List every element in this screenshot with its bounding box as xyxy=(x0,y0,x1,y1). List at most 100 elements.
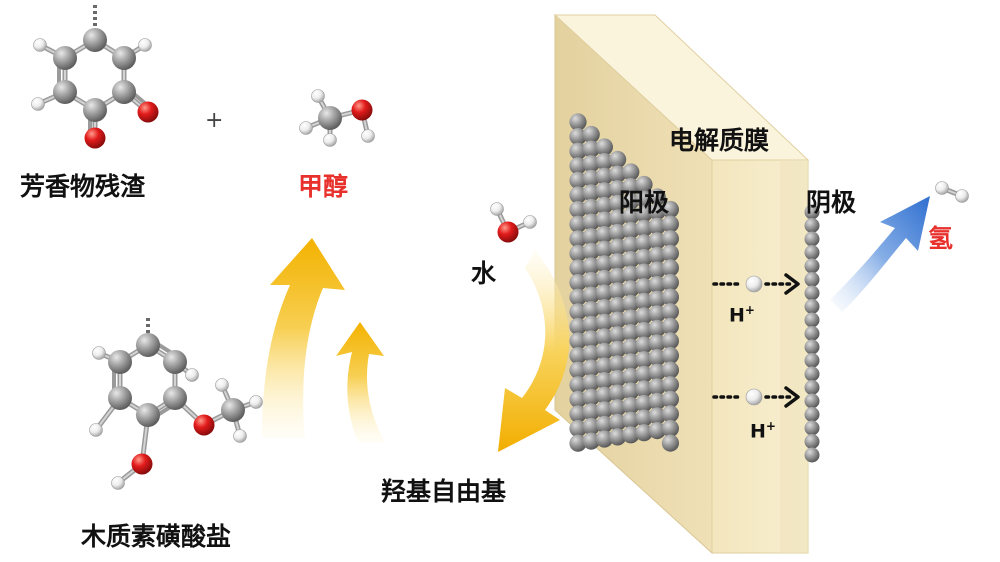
electrode-sphere xyxy=(635,175,653,194)
electrode-sphere xyxy=(622,338,640,356)
molecules xyxy=(31,5,969,490)
electrode-sphere xyxy=(609,223,627,242)
carbon-atom xyxy=(112,80,136,104)
electrode-sphere xyxy=(569,201,587,219)
electrode-sphere xyxy=(609,238,627,256)
hydrogen-atom xyxy=(111,476,125,490)
electrode-sphere xyxy=(661,288,680,306)
cathode-sphere xyxy=(804,272,820,287)
oxygen-atom xyxy=(351,99,373,121)
electrode-sphere xyxy=(595,240,614,258)
molecule-lignosulfonate xyxy=(89,318,263,490)
electrode-sphere xyxy=(661,273,680,292)
label-plus: + xyxy=(205,108,224,133)
electrode-sphere xyxy=(582,140,600,158)
electrode-sphere xyxy=(648,378,666,396)
hydrogen-atom xyxy=(33,38,47,52)
electrode-sphere xyxy=(648,261,666,279)
electrode-sphere xyxy=(609,165,627,183)
hydrogen-atom xyxy=(185,368,199,382)
electrode-sphere xyxy=(635,190,653,208)
electrode-sphere xyxy=(661,215,680,233)
electrode-sphere xyxy=(582,374,600,392)
electrode-sphere xyxy=(609,384,627,402)
electrode-sphere xyxy=(569,390,587,408)
electrode-sphere xyxy=(582,388,600,406)
hydrogen-atom xyxy=(490,202,504,216)
electrode-sphere xyxy=(635,321,653,340)
carbon-atom xyxy=(83,98,107,122)
cathode-sphere xyxy=(804,258,820,274)
electrode-sphere xyxy=(609,428,627,446)
label-water: 水 xyxy=(471,259,497,288)
electrode-sphere xyxy=(595,342,614,360)
electrode-sphere xyxy=(595,357,614,375)
electrode-sphere xyxy=(582,169,600,187)
electrode-sphere xyxy=(622,426,640,444)
electrode-sphere xyxy=(595,269,614,287)
yellow-arrow-descending xyxy=(498,250,570,452)
electrode-sphere xyxy=(595,226,614,244)
electrode-sphere xyxy=(569,142,587,160)
hydrogen-atom xyxy=(215,378,229,392)
electrode-sphere xyxy=(635,336,653,354)
hydrogen-atom xyxy=(523,215,537,229)
cathode-sphere xyxy=(804,285,820,301)
molecule-hydrogen xyxy=(935,181,969,203)
carbon-atom xyxy=(136,333,160,357)
carbon-atom xyxy=(136,403,160,427)
electrode-sphere xyxy=(582,432,600,450)
electrode-sphere xyxy=(609,369,627,388)
electrode-sphere xyxy=(635,292,653,310)
electrode-sphere xyxy=(569,259,587,277)
electrode-sphere xyxy=(635,205,653,223)
electrode-sphere xyxy=(595,153,614,171)
oxygen-atom xyxy=(137,101,159,123)
electrode-sphere xyxy=(569,274,587,292)
label-membrane: 电解质膜 xyxy=(669,126,770,155)
cathode-sphere xyxy=(804,447,820,463)
electrode-sphere xyxy=(582,344,600,363)
carbon-atom xyxy=(108,386,132,410)
electrode-sphere xyxy=(582,198,600,217)
label-proton-2: H+ xyxy=(750,419,776,443)
electrode-sphere xyxy=(635,307,653,325)
proton-sphere xyxy=(745,275,763,293)
electrode-sphere xyxy=(582,242,600,260)
label-aromatic-residue: 芳香物残渣 xyxy=(20,172,146,201)
cathode-sphere xyxy=(804,380,820,395)
label-hydroxyl-radical: 羟基自由基 xyxy=(381,477,507,506)
hydrogen-atom xyxy=(89,423,103,437)
electrode-sphere xyxy=(582,403,600,421)
electrode-sphere xyxy=(622,163,640,181)
electrode-sphere xyxy=(582,155,600,173)
anode-electrode xyxy=(569,113,680,452)
oxygen-atom xyxy=(193,414,215,436)
cathode-sphere xyxy=(804,393,820,409)
electrode-sphere xyxy=(661,419,680,438)
electrode-sphere xyxy=(661,405,680,423)
electrode-sphere xyxy=(648,349,666,367)
electrode-sphere xyxy=(569,434,587,452)
electrode-sphere xyxy=(622,397,640,415)
yellow-arrow-large xyxy=(262,238,345,438)
electrode-sphere xyxy=(569,347,587,365)
membrane-front-shade xyxy=(780,160,808,553)
proton-transfer xyxy=(712,273,800,408)
cathode-sphere xyxy=(804,218,820,233)
electrode-sphere xyxy=(661,200,680,219)
oxygen-atom xyxy=(84,127,106,149)
electrode-sphere xyxy=(648,203,666,221)
electrode-sphere xyxy=(648,407,666,425)
label-lignosulfonate: 木质素磺酸盐 xyxy=(81,522,232,551)
electrode-sphere xyxy=(595,415,614,433)
cathode-sphere xyxy=(804,420,820,436)
electrode-sphere xyxy=(569,244,587,262)
electrode-sphere xyxy=(648,290,666,308)
electrode-sphere xyxy=(569,186,587,204)
electrode-sphere xyxy=(569,157,587,175)
electrode-sphere xyxy=(622,280,640,298)
electrode-sphere xyxy=(635,219,653,237)
electrode-sphere xyxy=(622,265,640,283)
